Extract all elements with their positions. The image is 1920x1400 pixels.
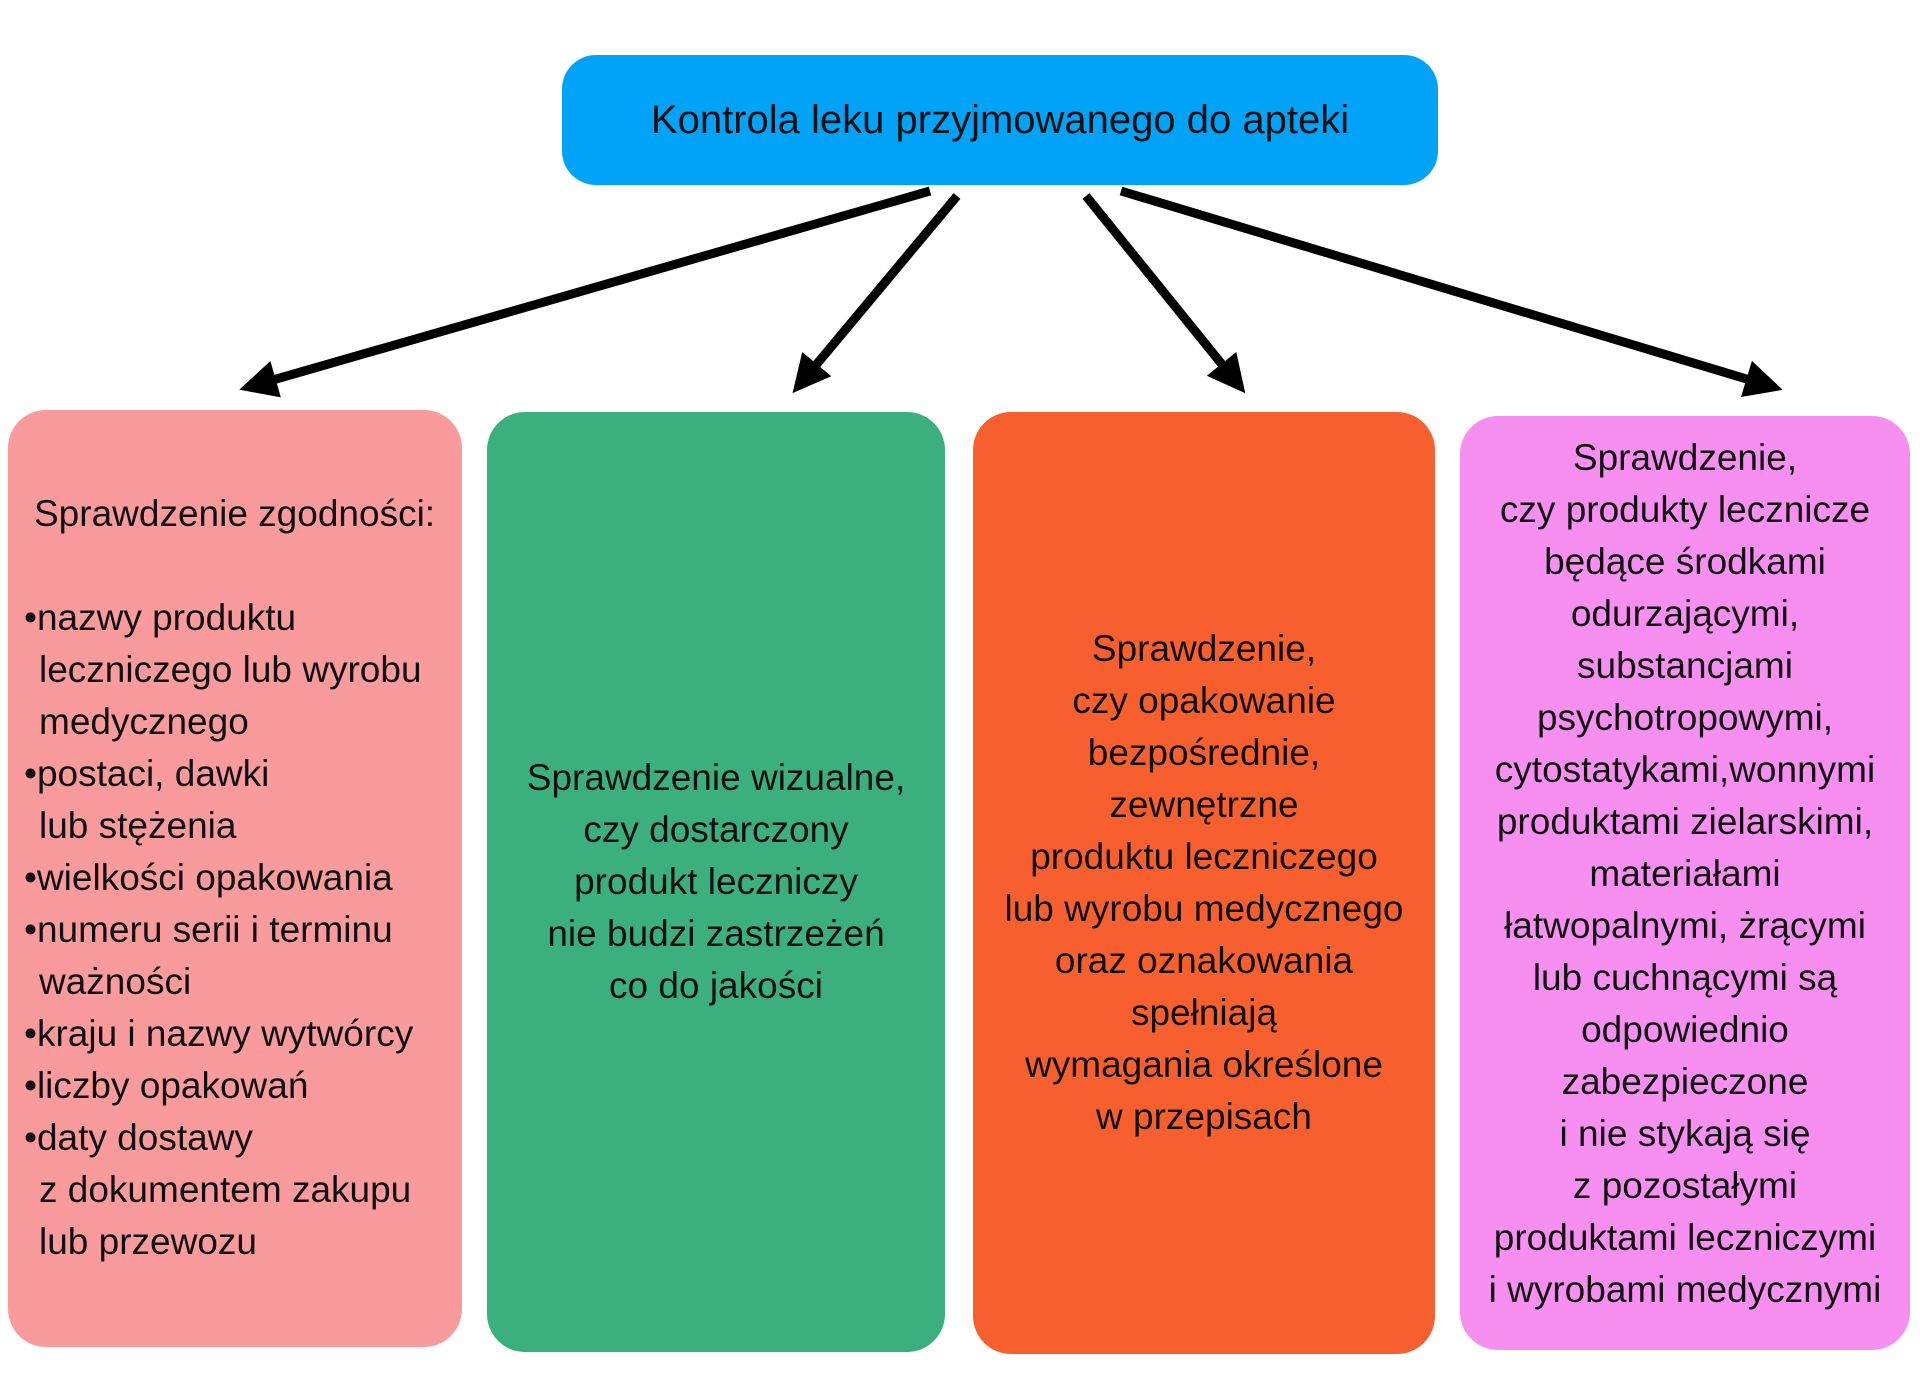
text-line: nie budzi zastrzeżeń (547, 913, 885, 954)
bullet-line: •wielkości opakowania (24, 857, 393, 898)
text-line: leczniczego lub wyrobu (39, 649, 422, 690)
arrow-to-box-2 (792, 193, 961, 394)
text-line: odpowiednio (1581, 1009, 1789, 1050)
box-sprawdzenie-srodkow-niebezpiecznych: Sprawdzenie, czy produkty lecznicze będące… (1460, 416, 1910, 1350)
text-line: spełniają (1130, 992, 1278, 1033)
box-sprawdzenie-wizualne: Sprawdzenie wizualne, czy dostarczony prod… (487, 412, 945, 1352)
text-line: z pozostałymi (1572, 1165, 1798, 1206)
text-line: zabezpieczone (1561, 1061, 1809, 1102)
text-line: lub cuchnącymi są (1532, 957, 1838, 998)
box-sprawdzenie-opakowania: Sprawdzenie, czy opakowanie bezpośrednie, z… (973, 412, 1435, 1354)
text-line: odurzającymi, (1570, 593, 1800, 634)
box-content: Sprawdzenie, czy opakowanie bezpośrednie, z… (981, 623, 1427, 1143)
text-line: czy opakowanie (1072, 680, 1336, 721)
bullet-line: •daty dostawy (24, 1117, 253, 1158)
text-line: Sprawdzenie wizualne, (526, 757, 906, 798)
arrow-to-box-1 (239, 186, 932, 398)
title-label: Kontrola leku przyjmowanego do apteki (650, 97, 1350, 142)
text-line: ważności (39, 961, 192, 1002)
bullet-line: •postaci, dawki (24, 753, 270, 794)
box-content: Sprawdzenie, czy produkty lecznicze będące… (1466, 432, 1904, 1316)
text-line: i wyrobami medycznymi (1488, 1269, 1882, 1310)
arrow-to-box-3 (1082, 193, 1246, 394)
text-line: Sprawdzenie, (1572, 437, 1798, 478)
box-content: Sprawdzenie wizualne, czy dostarczony prod… (495, 752, 937, 1012)
box-sprawdzenie-zgodnosci: Sprawdzenie zgodności: •nazwy produktu le… (8, 410, 462, 1347)
text-line: lub przewozu (39, 1221, 258, 1262)
text-line: lub stężenia (39, 805, 237, 846)
text-line: produkt leczniczy (574, 861, 858, 902)
text-line: Sprawdzenie zgodności: (34, 493, 436, 534)
text-line: i nie stykają się (1559, 1113, 1811, 1154)
text-line: z dokumentem zakupu (39, 1169, 412, 1210)
bullet-line: •kraju i nazwy wytwórcy (24, 1013, 414, 1054)
text-line: czy produkty lecznicze (1499, 489, 1871, 530)
text-line: substancjami (1577, 645, 1793, 686)
text-line: zewnętrzne (1109, 784, 1299, 825)
text-line: oraz oznakowania (1054, 940, 1354, 981)
text-line: wymagania określone (1025, 1044, 1383, 1085)
text-line: co do jakości (609, 965, 823, 1006)
text-line: produktami leczniczymi (1493, 1217, 1877, 1258)
box-content: Sprawdzenie zgodności: •nazwy produktu le… (24, 488, 448, 1268)
text-line: Sprawdzenie, (1091, 628, 1317, 669)
bullet-line: •nazwy produktu (24, 597, 297, 638)
text-line: medycznego (39, 701, 249, 742)
text-line: czy dostarczony (583, 809, 849, 850)
text-line: cytostatykami,wonnymi (1494, 749, 1876, 790)
text-line: materiałami (1589, 853, 1781, 894)
text-line (24, 540, 448, 592)
text-line: bezpośrednie, (1087, 732, 1321, 773)
text-line: łatwopalnymi, żrącymi (1504, 905, 1866, 946)
text-line: w przepisach (1096, 1096, 1312, 1137)
text-line: psychotropowymi, (1536, 697, 1834, 738)
bullet-line: •liczby opakowań (24, 1065, 309, 1106)
bullet-line: •numeru serii i terminu (24, 909, 393, 950)
title-box: Kontrola leku przyjmowanego do apteki (562, 55, 1438, 185)
text-line: lub wyrobu medycznego (1004, 888, 1404, 929)
arrow-to-box-4 (1119, 186, 1783, 398)
text-line: produktu leczniczego (1030, 836, 1378, 877)
text-line: będące środkami (1544, 541, 1826, 582)
text-line: produktami zielarskimi, (1496, 801, 1874, 842)
